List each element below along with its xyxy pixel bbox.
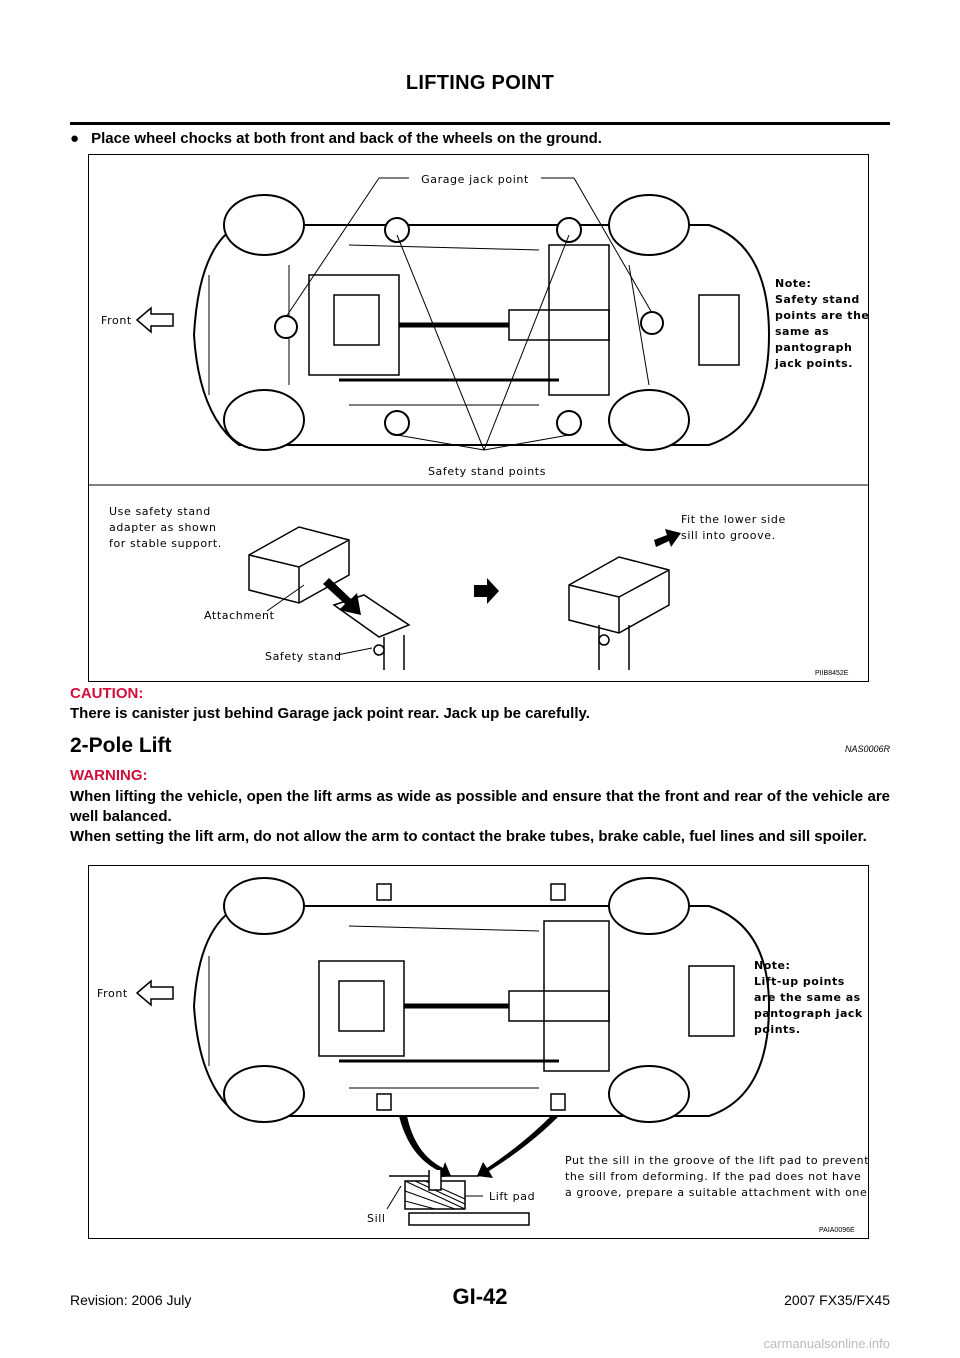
bullet-icon: ● xyxy=(70,130,80,147)
right-arrow-icon xyxy=(474,578,499,604)
adapter-line-3: for stable support. xyxy=(109,537,222,550)
attachment-leader xyxy=(266,584,305,612)
safety-stand-points-label: Safety stand points xyxy=(428,465,546,478)
intro-instruction: ● Place wheel chocks at both front and ba… xyxy=(70,130,602,147)
front-arrow-icon-2 xyxy=(135,979,174,1007)
lift-pad-drawing xyxy=(386,1170,530,1226)
jack-point-markers xyxy=(274,217,664,436)
put-line-2: the sill from deforming. If the pad does… xyxy=(565,1170,861,1183)
fit-line-2: sill into groove. xyxy=(681,529,776,542)
note-line-2: Safety stand xyxy=(775,293,860,306)
figure1-code: PIIB8452E xyxy=(815,670,849,677)
attachment-label: Attachment xyxy=(204,609,275,622)
caution-heading: CAUTION: xyxy=(70,685,144,702)
note-line-3: points are the xyxy=(775,309,868,322)
fit-line-1: Fit the lower side xyxy=(681,513,786,526)
put-line-1: Put the sill in the groove of the lift p… xyxy=(565,1154,868,1167)
note2-line-3: are the same as xyxy=(754,991,861,1004)
warning-text: When lifting the vehicle, open the lift … xyxy=(70,787,890,847)
adapter-line-1: Use safety stand xyxy=(109,505,211,518)
down-arrow-icon xyxy=(323,578,361,615)
curved-arrow-left-icon xyxy=(399,1116,451,1178)
front-label: Front xyxy=(101,314,132,327)
section-code: NAS0006R xyxy=(844,744,890,754)
front-arrow-icon xyxy=(135,306,174,334)
footer-page-number: GI-42 xyxy=(452,1284,508,1309)
note2-line-1: Note: xyxy=(754,959,790,972)
adapter-line-2: adapter as shown xyxy=(109,521,217,534)
curved-arrow-right-icon xyxy=(477,1116,559,1178)
footer-model: 2007 FX35/FX45 xyxy=(784,1292,890,1308)
put-line-3: a groove, prepare a suitable attachment … xyxy=(565,1186,868,1199)
section-title: 2-Pole Lift xyxy=(70,734,172,757)
safety-stand-label: Safety stand xyxy=(265,650,342,663)
front-label-2: Front xyxy=(97,987,128,1000)
intro-text: Place wheel chocks at both front and bac… xyxy=(91,130,602,147)
figure-lift-points-svg: Front Note: Lift-up points are the same … xyxy=(97,877,868,1234)
title-rule xyxy=(70,122,890,125)
note2-line-5: points. xyxy=(754,1023,801,1036)
garage-jack-point-label: Garage jack point xyxy=(421,173,529,186)
note2-line-4: pantograph jack xyxy=(754,1007,863,1020)
footer-revision: Revision: 2006 July xyxy=(70,1292,192,1308)
fit-arrow-icon xyxy=(654,529,681,547)
safety-stand-leader xyxy=(336,647,373,656)
leader-lines xyxy=(285,177,653,451)
figure-lifting-points: Garage jack point Safety stand points Fr… xyxy=(88,154,869,682)
note-line-4: same as xyxy=(775,325,829,338)
figure2-code: PAIA0096E xyxy=(819,1227,855,1234)
figure-lift-points: Front Note: Lift-up points are the same … xyxy=(88,865,869,1239)
safety-stand-adapter-drawing xyxy=(248,526,411,670)
caution-text: There is canister just behind Garage jac… xyxy=(70,705,590,722)
note2-line-2: Lift-up points xyxy=(754,975,845,988)
vehicle-underbody-drawing-2 xyxy=(192,877,771,1123)
note-line-5: pantograph xyxy=(775,341,852,354)
note-line-1: Note: xyxy=(775,277,811,290)
note-line-6: jack points. xyxy=(774,357,853,370)
sill-label: Sill xyxy=(367,1212,386,1225)
figure-lifting-points-svg: Garage jack point Safety stand points Fr… xyxy=(89,173,868,677)
warning-paragraph-2: When setting the lift arm, do not allow … xyxy=(70,828,867,845)
lift-arm-markers xyxy=(376,883,566,1111)
warning-paragraph-1: When lifting the vehicle, open the lift … xyxy=(70,788,890,825)
page-title: LIFTING POINT xyxy=(405,72,555,94)
warning-heading: WARNING: xyxy=(70,767,148,784)
vehicle-underbody-drawing xyxy=(192,194,771,451)
footer-watermark: carmanualsonline.info xyxy=(763,1336,890,1351)
fitted-adapter-drawing xyxy=(568,556,670,670)
lift-pad-label: Lift pad xyxy=(489,1190,535,1203)
